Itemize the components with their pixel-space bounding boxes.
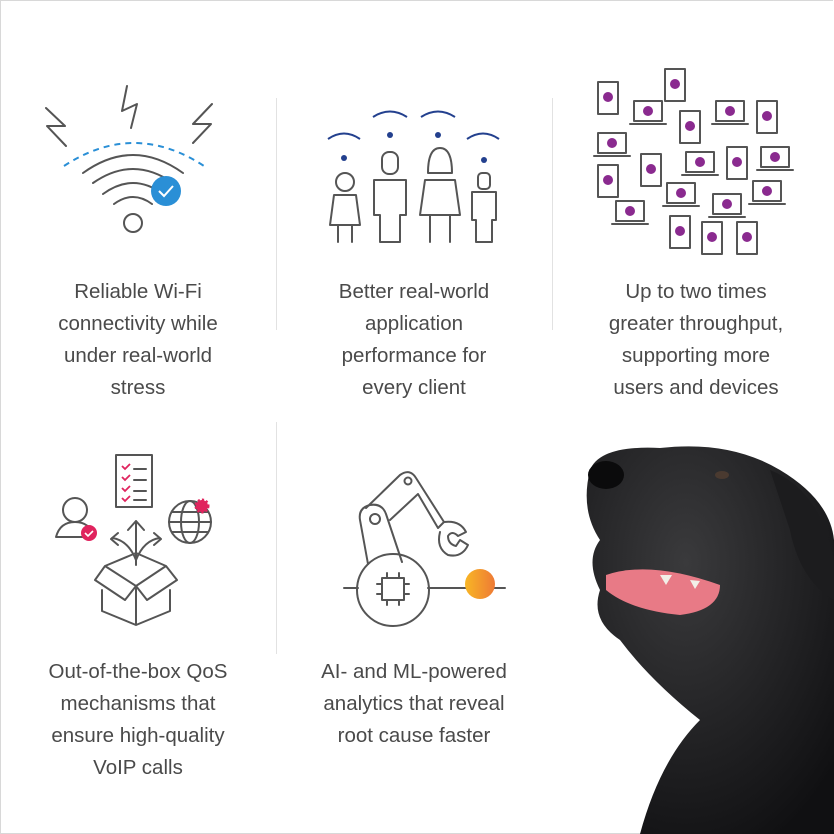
phone-icon [679, 110, 701, 144]
caption-line: under real-world [63, 344, 213, 367]
caption-line: mechanisms that [60, 692, 216, 715]
feature-caption: Better real-world application performance … [276, 276, 552, 404]
laptop-icon [662, 182, 700, 207]
laptop-icon [756, 146, 794, 171]
caption-line: Up to two times [625, 280, 767, 303]
phone-icon [726, 146, 748, 180]
caption-line: ensure high-quality [51, 724, 225, 747]
caption-line: greater throughput, [608, 312, 784, 335]
caption-line: connectivity while [58, 312, 218, 335]
caption-line: VoIP calls [93, 756, 183, 779]
caption-line: users and devices [613, 376, 779, 399]
caption-line: application [364, 312, 463, 335]
laptop-icon [593, 132, 631, 157]
caption-line: root cause faster [337, 724, 491, 747]
caption-line: Better real-world [338, 280, 490, 303]
caption-line: AI- and ML-powered [321, 660, 507, 683]
feature-caption: Reliable Wi-Fi connectivity while under re… [0, 276, 276, 404]
laptop-icon [681, 151, 719, 176]
feature-caption: Out-of-the-box QoS mechanisms that ensure … [0, 656, 276, 784]
phone-icon [597, 81, 619, 115]
divider [276, 98, 277, 330]
phone-icon [640, 153, 662, 187]
phone-icon [756, 100, 778, 134]
caption-line: performance for [341, 344, 487, 367]
feature-caption: AI- and ML-powered analytics that reveal r… [276, 656, 552, 752]
caption-line: Out-of-the-box QoS [48, 660, 228, 683]
caption-line: stress [110, 376, 166, 399]
divider [276, 422, 277, 654]
caption-line: supporting more [621, 344, 771, 367]
laptop-icon [611, 200, 649, 225]
laptop-icon [711, 100, 749, 125]
divider [552, 98, 553, 330]
phone-icon [669, 215, 691, 249]
feature-caption: Up to two times greater throughput, suppor… [558, 276, 834, 404]
laptop-icon [748, 180, 786, 205]
phone-icon [664, 68, 686, 102]
caption-line: analytics that reveal [323, 692, 505, 715]
caption-line: Reliable Wi-Fi [74, 280, 202, 303]
laptop-icon [629, 100, 667, 125]
caption-line: every client [362, 376, 466, 399]
laptop-icon [708, 193, 746, 218]
phone-icon [597, 164, 619, 198]
phone-icon [736, 221, 758, 255]
phone-icon [701, 221, 723, 255]
